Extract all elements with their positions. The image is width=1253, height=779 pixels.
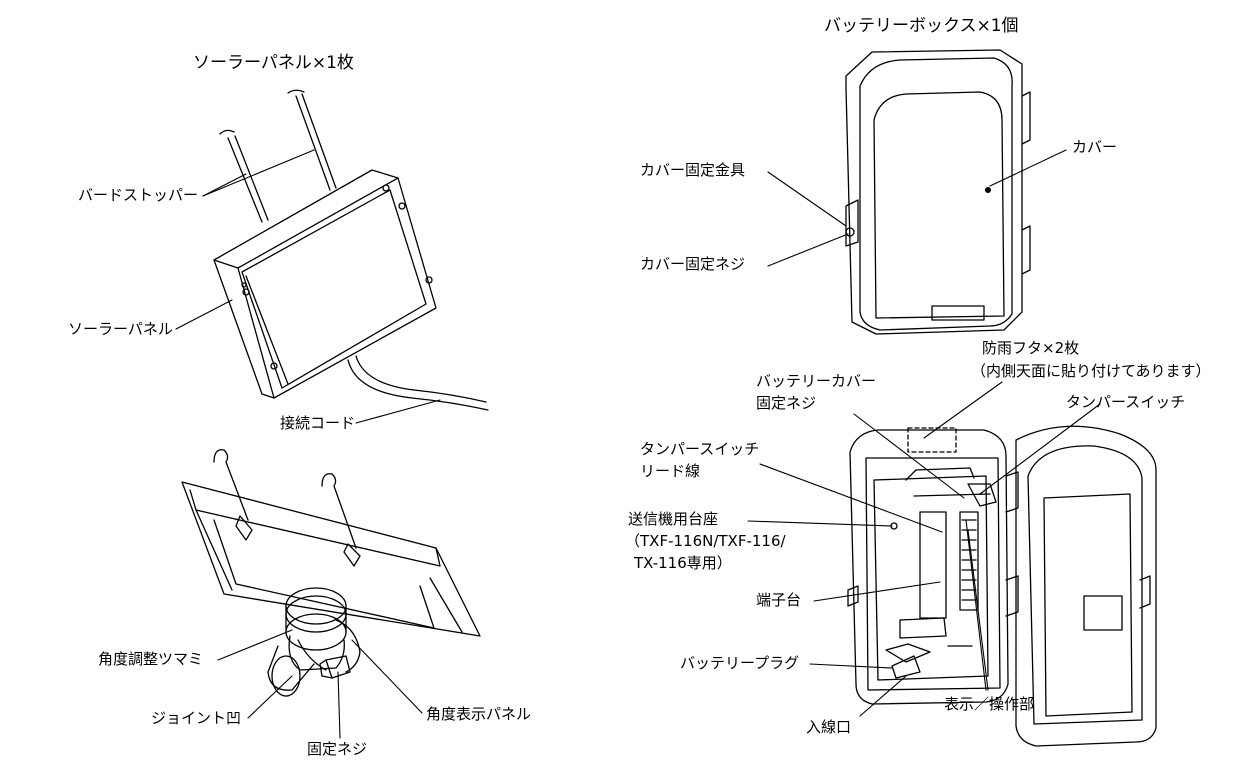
label-transmitter-base-3: TX-116専用） — [634, 554, 732, 572]
solar-panel-drawing — [213, 89, 489, 411]
label-tamper-lead-2: リード線 — [640, 462, 701, 480]
cover-dot — [985, 187, 991, 193]
battery-box-closed-drawing — [845, 49, 1031, 335]
label-angle-knob: 角度調整ツマミ — [98, 650, 204, 668]
label-solar-panel: ソーラーパネル — [68, 320, 173, 338]
label-bird-stopper: バードストッパー — [78, 186, 199, 204]
leader-lines — [175, 149, 1101, 739]
label-angle-panel: 角度表示パネル — [426, 705, 532, 723]
label-tamper-lead: タンパースイッチ — [640, 440, 760, 458]
label-transmitter-base: 送信機用台座 — [628, 510, 719, 528]
label-connection-cord: 接続コード — [280, 414, 356, 432]
solar-panel-header: ソーラーパネル×1枚 — [193, 53, 354, 73]
label-display-ops: 表示／操作部 — [944, 695, 1035, 713]
battery-box-header: バッテリーボックス×1個 — [824, 16, 1019, 36]
label-terminal-block: 端子台 — [756, 591, 802, 609]
label-rain-cap: 防雨フタ×2枚 — [982, 339, 1080, 357]
label-cover-screw: カバー固定ネジ — [640, 255, 746, 273]
label-fixing-screw: 固定ネジ — [307, 740, 368, 758]
label-battery-cover-screw: バッテリーカバー — [756, 372, 877, 390]
label-joint-recess: ジョイント凹 — [151, 709, 242, 727]
label-cable-inlet: 入線口 — [806, 718, 852, 736]
label-battery-plug: バッテリープラグ — [680, 654, 800, 672]
label-cover: カバー — [1072, 138, 1118, 156]
label-tamper-switch: タンパースイッチ — [1066, 393, 1186, 411]
solar-panel-back-drawing — [181, 449, 481, 697]
label-rain-cap-note: （内側天面に貼り付けてあります） — [971, 362, 1211, 380]
battery-box-open-drawing — [847, 425, 1157, 747]
label-cover-bracket: カバー固定金具 — [640, 161, 746, 179]
label-battery-cover-screw-2: 固定ネジ — [756, 394, 817, 412]
label-transmitter-base-2: （TXF-116N/TXF-116/ — [625, 532, 786, 550]
